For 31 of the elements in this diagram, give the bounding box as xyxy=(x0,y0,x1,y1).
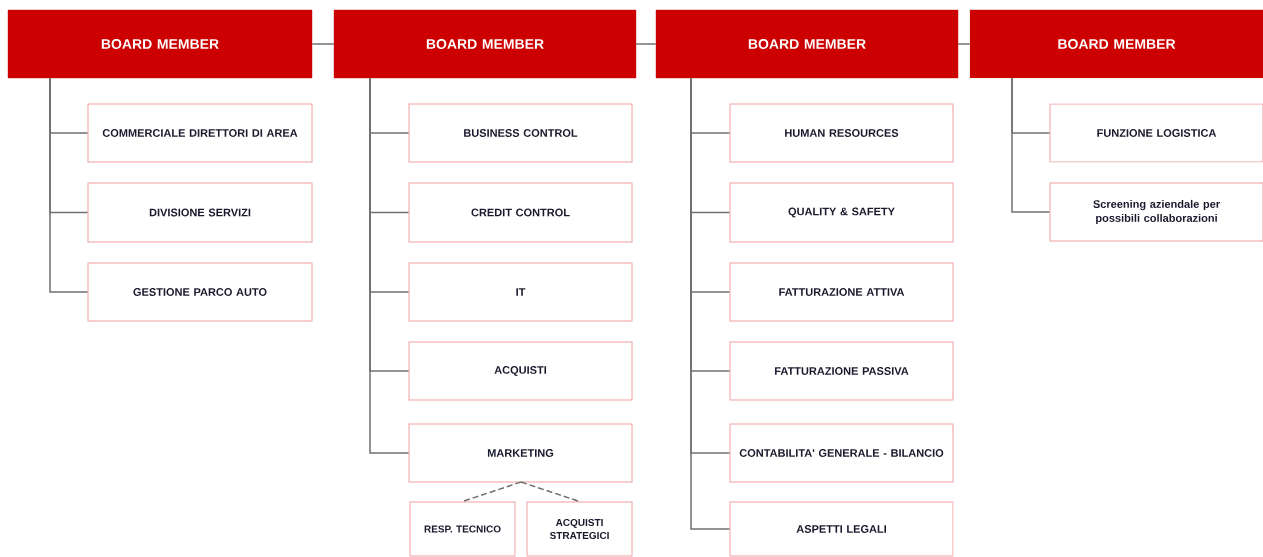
department-box: ACQUISTI STRATEGICI xyxy=(526,501,633,557)
department-box: CONTABILITA' GENERALE - BILANCIO xyxy=(729,423,954,483)
header-box: BOARD MEMBER xyxy=(655,9,959,79)
connector xyxy=(311,43,335,45)
connector xyxy=(49,77,89,293)
department-box: DIVISIONE SERVIZI xyxy=(87,182,313,243)
department-box: QUALITY & SAFETY xyxy=(729,182,954,243)
department-box: ACQUISTI xyxy=(408,341,633,401)
connector xyxy=(461,481,522,503)
department-box: FATTURAZIONE ATTIVA xyxy=(729,262,954,322)
department-box: FUNZIONE LOGISTICA xyxy=(1049,103,1263,163)
connector xyxy=(369,77,410,454)
department-box: GESTIONE PARCO AUTO xyxy=(87,262,313,322)
department-box: HUMAN RESOURCES xyxy=(729,103,954,163)
connector xyxy=(520,481,581,503)
header-box: BOARD MEMBER xyxy=(333,9,637,79)
connector xyxy=(957,43,971,45)
connector xyxy=(635,43,657,45)
connector xyxy=(690,77,731,530)
header-box: BOARD MEMBER xyxy=(969,9,1263,79)
header-box: BOARD MEMBER xyxy=(7,9,313,79)
department-box: BUSINESS CONTROL xyxy=(408,103,633,163)
department-box: ASPETTI LEGALI xyxy=(729,501,954,557)
connector xyxy=(1011,77,1051,213)
department-box: COMMERCIALE DIRETTORI DI AREA xyxy=(87,103,313,163)
department-box: FATTURAZIONE PASSIVA xyxy=(729,341,954,401)
department-box: Screening aziendale per possibili collaborazioni xyxy=(1049,182,1263,242)
department-box: IT xyxy=(408,262,633,322)
department-box: MARKETING xyxy=(408,423,633,483)
department-box: RESP. TECNICO xyxy=(409,501,516,557)
department-box: CREDIT CONTROL xyxy=(408,182,633,243)
